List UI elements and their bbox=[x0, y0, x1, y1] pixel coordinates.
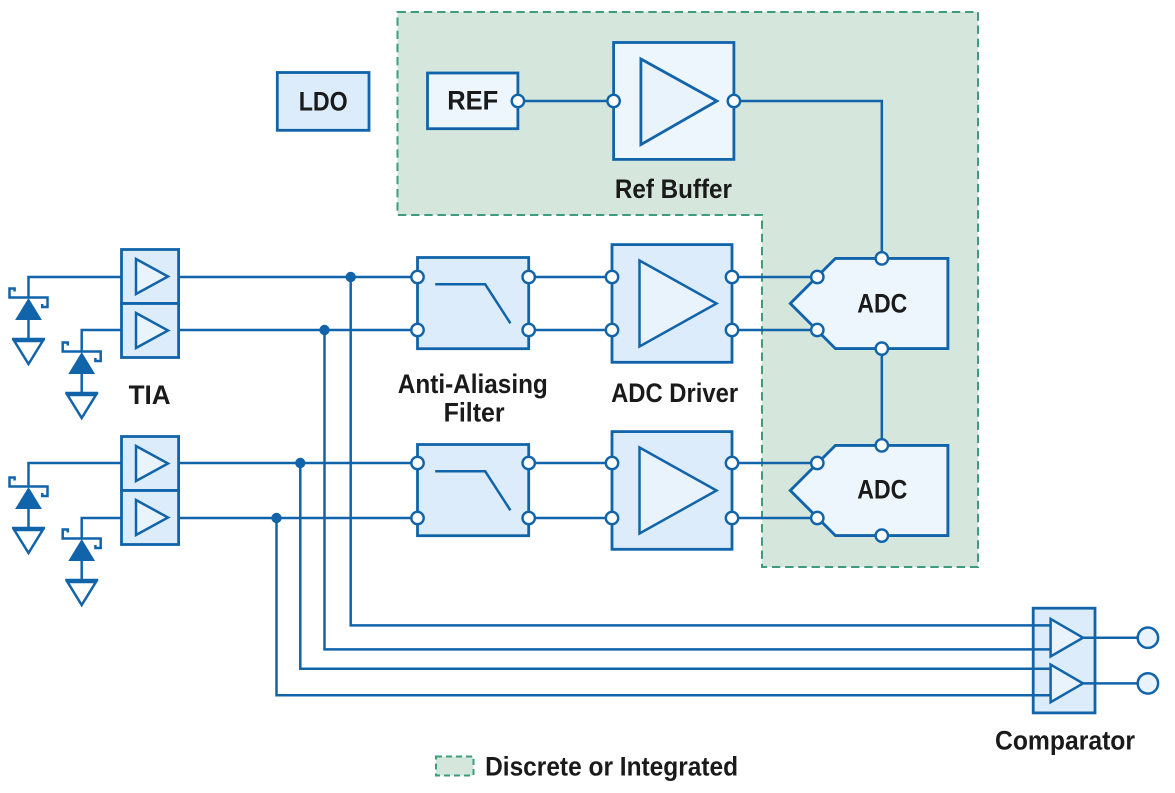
svg-text:TIA: TIA bbox=[129, 380, 171, 410]
svg-text:REF: REF bbox=[447, 86, 498, 116]
svg-text:Filter: Filter bbox=[444, 398, 505, 428]
svg-text:Comparator: Comparator bbox=[995, 726, 1135, 756]
svg-text:ADC: ADC bbox=[857, 288, 907, 318]
svg-text:ADC Driver: ADC Driver bbox=[611, 378, 738, 408]
svg-text:ADC: ADC bbox=[857, 474, 907, 504]
svg-text:LDO: LDO bbox=[299, 87, 348, 117]
svg-text:Discrete or Integrated: Discrete or Integrated bbox=[485, 751, 738, 781]
svg-text:Ref Buffer: Ref Buffer bbox=[615, 174, 732, 204]
svg-text:Anti-Aliasing: Anti-Aliasing bbox=[398, 369, 548, 399]
